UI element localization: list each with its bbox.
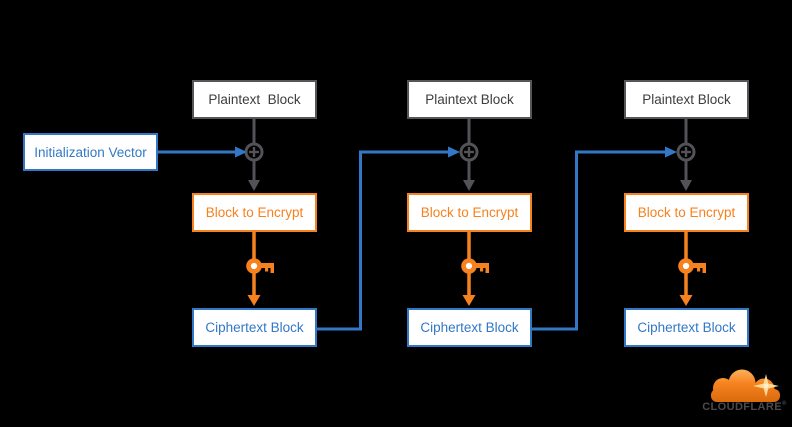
column2-flow-lines xyxy=(459,119,489,306)
xor-icon xyxy=(676,142,696,162)
ciphertext-block-box-2: Ciphertext Block xyxy=(407,308,532,347)
sparkle-icon xyxy=(753,374,779,397)
key-icon xyxy=(678,258,706,274)
ciphertext-block-box-3: Ciphertext Block xyxy=(624,308,749,347)
block-to-encrypt-label: Block to Encrypt xyxy=(420,205,519,220)
initialization-vector-label: Initialization Vector xyxy=(34,144,147,160)
ciphertext-block-label: Ciphertext Block xyxy=(205,320,304,335)
xor-icon xyxy=(459,142,479,162)
block-to-encrypt-label: Block to Encrypt xyxy=(637,205,736,220)
column1-flow-lines xyxy=(244,119,274,306)
down-arrow-icon xyxy=(248,180,260,191)
plaintext-block-label: Plaintext Block xyxy=(208,92,301,107)
block-to-encrypt-box-1: Block to Encrypt xyxy=(192,193,317,232)
chain-connector-1 xyxy=(317,146,460,331)
down-arrow-icon xyxy=(679,295,693,306)
plaintext-block-box-3: Plaintext Block xyxy=(624,80,749,119)
plaintext-block-label: Plaintext Block xyxy=(642,92,731,107)
iv-arrow xyxy=(158,146,247,158)
cloudflare-wordmark: CLOUDFLARE® xyxy=(697,401,792,413)
key-icon xyxy=(461,258,489,274)
chain-connector-2 xyxy=(532,146,677,331)
block-to-encrypt-box-3: Block to Encrypt xyxy=(624,193,749,232)
cloudflare-cloud-icon xyxy=(711,369,780,402)
down-arrow-icon xyxy=(463,180,475,191)
right-arrow-icon xyxy=(665,146,677,158)
plaintext-block-box-2: Plaintext Block xyxy=(407,80,532,119)
xor-icon xyxy=(244,142,264,162)
key-icon xyxy=(246,258,274,274)
right-arrow-icon xyxy=(448,146,460,158)
down-arrow-icon xyxy=(462,295,476,306)
initialization-vector-box: Initialization Vector xyxy=(23,133,158,171)
block-to-encrypt-label: Block to Encrypt xyxy=(205,205,304,220)
plaintext-block-box-1: Plaintext Block xyxy=(192,80,317,119)
ciphertext-block-box-1: Ciphertext Block xyxy=(192,308,317,347)
right-arrow-icon xyxy=(235,146,247,158)
down-arrow-icon xyxy=(680,180,692,191)
registered-mark: ® xyxy=(781,401,787,407)
ciphertext-block-label: Ciphertext Block xyxy=(420,320,519,335)
down-arrow-icon xyxy=(247,295,261,306)
plaintext-block-label: Plaintext Block xyxy=(425,92,514,107)
cloudflare-brand-text: CLOUDFLARE xyxy=(702,401,782,413)
ciphertext-block-label: Ciphertext Block xyxy=(637,320,736,335)
block-to-encrypt-box-2: Block to Encrypt xyxy=(407,193,532,232)
column3-flow-lines xyxy=(676,119,706,306)
